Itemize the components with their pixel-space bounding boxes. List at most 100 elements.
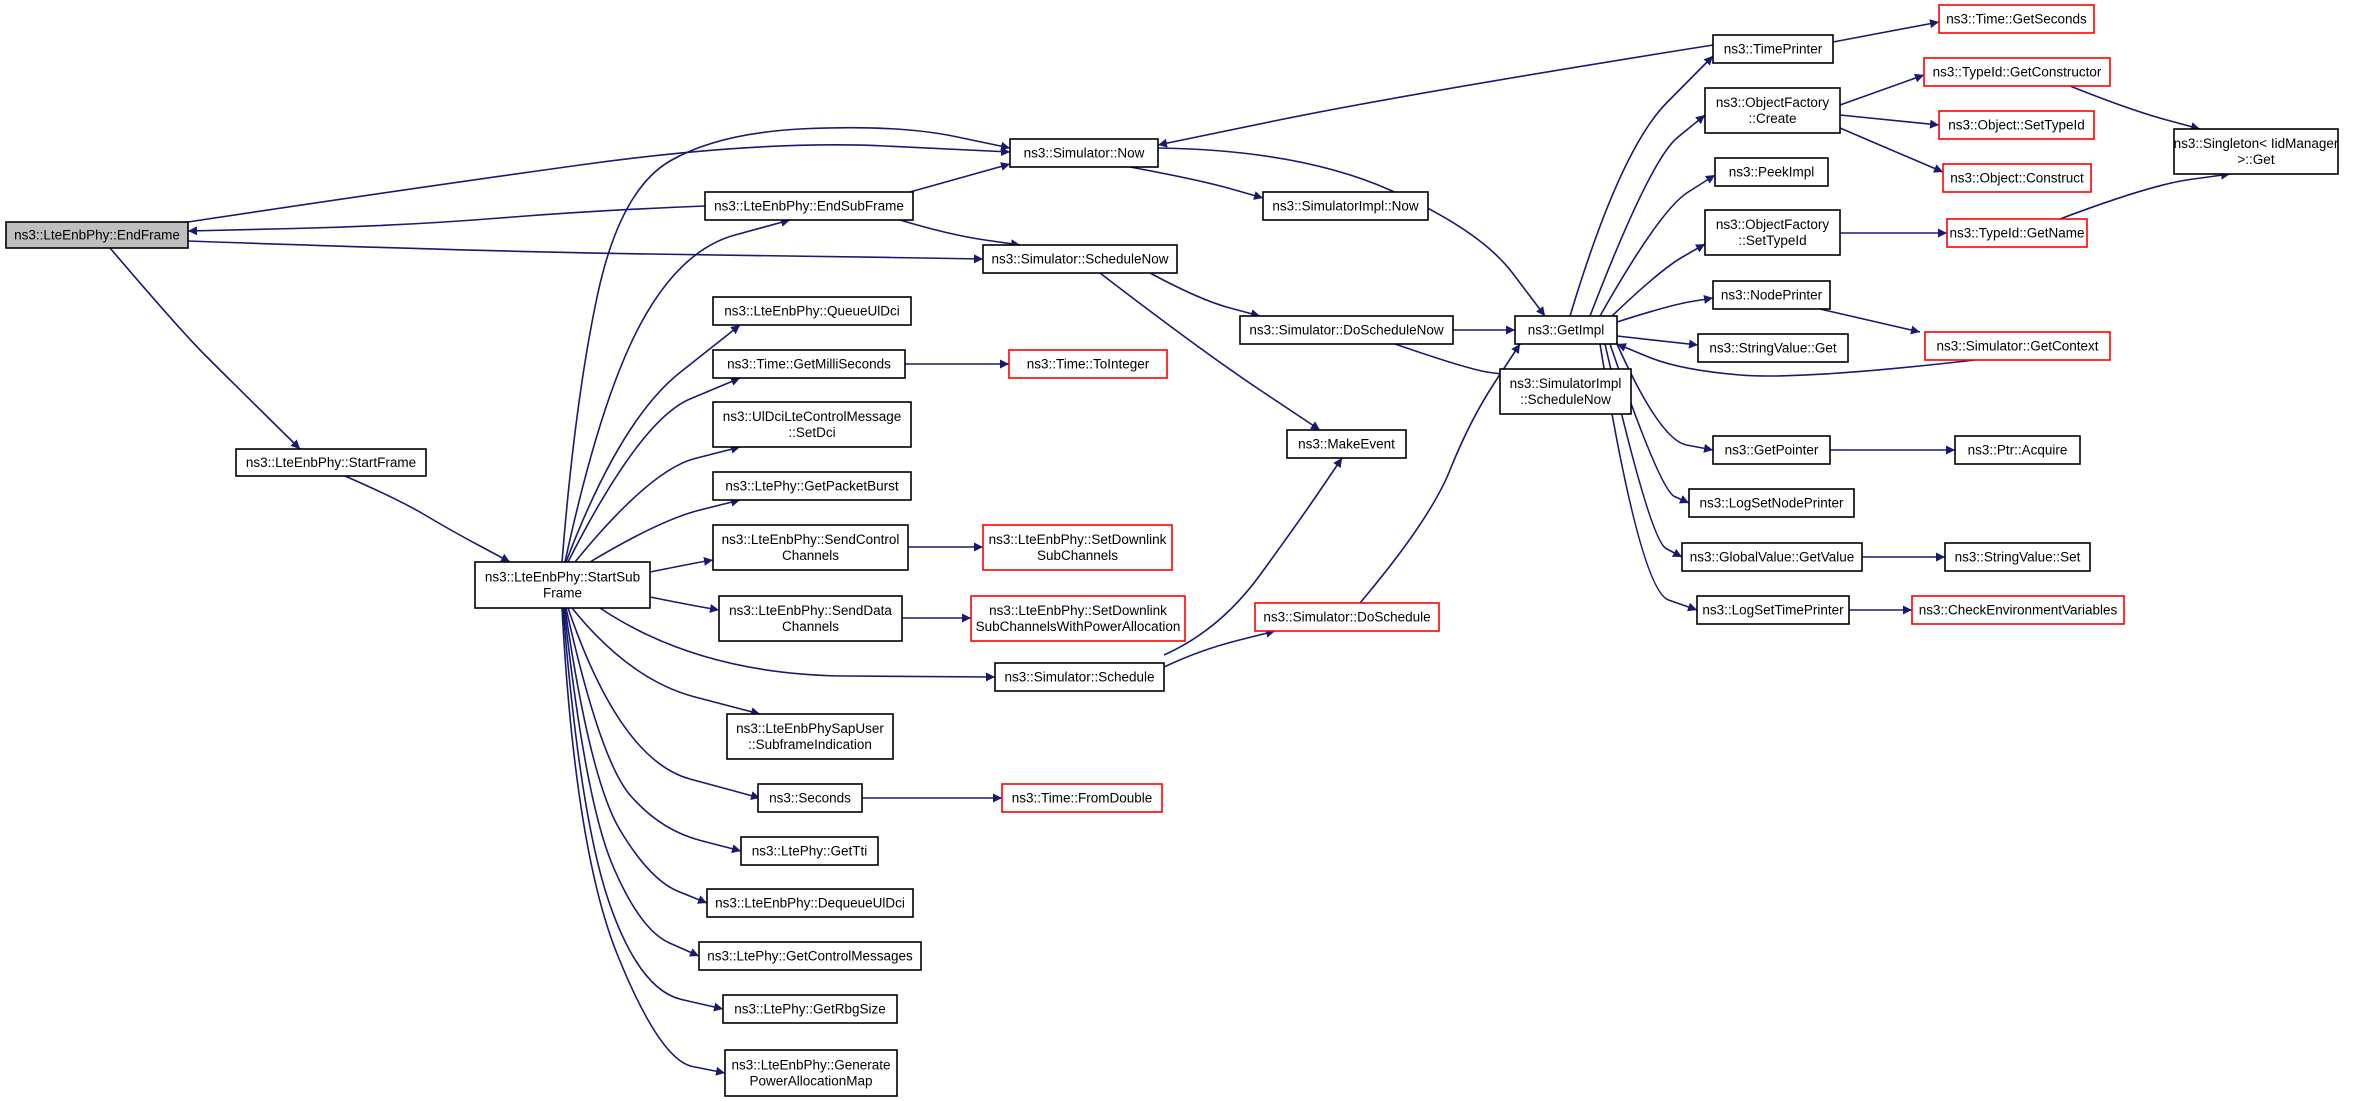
node-gvgetvalue[interactable]: ns3::GlobalValue::GetValue — [1681, 542, 1863, 572]
node-label-genpowermap-1: PowerAllocationMap — [749, 1074, 872, 1089]
node-label-strvalget-0: ns3::StringValue::Get — [1709, 341, 1837, 356]
node-label-strvalset-0: ns3::StringValue::Set — [1955, 550, 2081, 565]
node-getrbgsize[interactable]: ns3::LtePhy::GetRbgSize — [722, 994, 898, 1024]
node-getctor[interactable]: ns3::TypeId::GetConstructor — [1923, 57, 2111, 87]
edge-startsubframe-to-queueuldci — [565, 324, 741, 563]
node-getcontext[interactable]: ns3::Simulator::GetContext — [1924, 331, 2111, 361]
node-label-objfcreate-0: ns3::ObjectFactory — [1716, 95, 1830, 110]
edge-simnow-to-getimpl — [1157, 147, 1546, 317]
node-label-dosched_now-0: ns3::Simulator::DoScheduleNow — [1249, 323, 1444, 338]
node-nodeprinter[interactable]: ns3::NodePrinter — [1712, 280, 1831, 310]
node-label-peekimpl-0: ns3::PeekImpl — [1729, 165, 1815, 180]
node-box-singleton — [2173, 128, 2339, 175]
node-label-objfsettypeid-0: ns3::ObjectFactory — [1716, 217, 1830, 232]
node-box-implschednow — [1499, 368, 1632, 415]
node-strvalget[interactable]: ns3::StringValue::Get — [1697, 333, 1849, 363]
node-makeevent[interactable]: ns3::MakeEvent — [1286, 429, 1407, 459]
node-label-getcontrolmsgs-0: ns3::LtePhy::GetControlMessages — [707, 949, 913, 964]
node-box-ptracquire — [1954, 435, 2081, 465]
node-box-objconstruct — [1942, 163, 2092, 193]
node-objfsettypeid[interactable]: ns3::ObjectFactory::SetTypeId — [1704, 209, 1841, 256]
node-box-makeevent — [1286, 429, 1407, 459]
node-box-getpointer — [1712, 435, 1831, 465]
node-singleton[interactable]: ns3::Singleton< IidManager>::Get — [2173, 128, 2339, 175]
node-simimplnow[interactable]: ns3::SimulatorImpl::Now — [1262, 191, 1429, 221]
node-label-setdci-0: ns3::UlDciLteControlMessage — [723, 409, 902, 424]
node-box-gettti — [740, 836, 879, 866]
edge-getimpl-to-logsettime — [1599, 343, 1698, 612]
node-label-subframeind-0: ns3::LteEnbPhySapUser — [736, 721, 884, 736]
edge-getimpl-to-objfsettypeid — [1611, 243, 1706, 317]
node-box-setdlpa — [970, 595, 1186, 642]
edge-startsubframe-to-getmilliseconds — [567, 377, 741, 563]
node-genpowermap[interactable]: ns3::LteEnbPhy::GeneratePowerAllocationM… — [724, 1049, 898, 1097]
node-label-singleton-0: ns3::Singleton< IidManager — [2174, 136, 2339, 151]
node-dosched[interactable]: ns3::Simulator::DoSchedule — [1254, 602, 1440, 632]
node-gettypename[interactable]: ns3::TypeId::GetName — [1946, 218, 2088, 248]
node-strvalset[interactable]: ns3::StringValue::Set — [1944, 542, 2091, 572]
edge-getimpl-to-nodeprinter — [1616, 295, 1714, 323]
node-box-getrbgsize — [722, 994, 898, 1024]
edge-simschedule-to-makeevent — [1163, 457, 1343, 656]
node-box-endframe — [5, 221, 189, 249]
node-getcontrolmsgs[interactable]: ns3::LtePhy::GetControlMessages — [698, 941, 922, 971]
node-label-setdl-0: ns3::LteEnbPhy::SetDownlink — [989, 532, 1167, 547]
node-label-getcontext-0: ns3::Simulator::GetContext — [1936, 339, 2098, 354]
node-box-nodeprinter — [1712, 280, 1831, 310]
node-box-dequeueuldci — [706, 888, 914, 918]
node-toint[interactable]: ns3::Time::ToInteger — [1008, 349, 1168, 379]
node-seconds[interactable]: ns3::Seconds — [757, 783, 863, 813]
node-getpacketburst[interactable]: ns3::LtePhy::GetPacketBurst — [712, 471, 912, 501]
node-label-setdl-1: SubChannels — [1037, 548, 1118, 563]
node-endsubframe[interactable]: ns3::LteEnbPhy::EndSubFrame — [704, 191, 914, 221]
node-box-seconds — [757, 783, 863, 813]
node-box-objfcreate — [1704, 87, 1841, 134]
node-box-subframeind — [726, 713, 894, 760]
node-box-simschedule — [994, 662, 1165, 692]
node-gettti[interactable]: ns3::LtePhy::GetTti — [740, 836, 879, 866]
node-endframe[interactable]: ns3::LteEnbPhy::EndFrame — [5, 221, 189, 249]
node-objfcreate[interactable]: ns3::ObjectFactory::Create — [1704, 87, 1841, 134]
node-box-endsubframe — [704, 191, 914, 221]
node-logsetnode[interactable]: ns3::LogSetNodePrinter — [1688, 488, 1855, 518]
node-getmilliseconds[interactable]: ns3::Time::GetMilliSeconds — [712, 349, 906, 379]
node-peekimpl[interactable]: ns3::PeekImpl — [1714, 157, 1829, 187]
node-dosched_now[interactable]: ns3::Simulator::DoScheduleNow — [1239, 315, 1454, 345]
node-label-endframe-0: ns3::LteEnbPhy::EndFrame — [14, 228, 180, 243]
node-objconstruct[interactable]: ns3::Object::Construct — [1942, 163, 2092, 193]
node-setdlpa[interactable]: ns3::LteEnbPhy::SetDownlinkSubChannelsWi… — [970, 595, 1186, 642]
edge-objfcreate-to-objconstruct — [1839, 127, 1944, 173]
node-getimpl[interactable]: ns3::GetImpl — [1514, 315, 1618, 345]
node-label-getseconds-0: ns3::Time::GetSeconds — [1946, 12, 2087, 27]
edge-timeprinter-to-getseconds — [1832, 19, 1940, 43]
node-getseconds[interactable]: ns3::Time::GetSeconds — [1938, 4, 2095, 34]
node-subframeind[interactable]: ns3::LteEnbPhySapUser::SubframeIndicatio… — [726, 713, 894, 760]
edge-endframe-to-startframe — [109, 247, 301, 450]
node-getpointer[interactable]: ns3::GetPointer — [1712, 435, 1831, 465]
node-startframe[interactable]: ns3::LteEnbPhy::StartFrame — [235, 448, 427, 477]
node-fromdouble[interactable]: ns3::Time::FromDouble — [1001, 783, 1163, 813]
node-ptracquire[interactable]: ns3::Ptr::Acquire — [1954, 435, 2081, 465]
node-box-startsubframe — [474, 561, 651, 609]
node-box-getcontrolmsgs — [698, 941, 922, 971]
node-simschedule[interactable]: ns3::Simulator::Schedule — [994, 662, 1165, 692]
edge-startsubframe-to-getrbgsize — [562, 607, 724, 1012]
node-setdci[interactable]: ns3::UlDciLteControlMessage::SetDci — [712, 401, 912, 448]
node-checkenv[interactable]: ns3::CheckEnvironmentVariables — [1911, 595, 2125, 625]
node-implschednow[interactable]: ns3::SimulatorImpl::ScheduleNow — [1499, 368, 1632, 415]
node-simnow[interactable]: ns3::Simulator::Now — [1009, 138, 1159, 168]
node-simschednow[interactable]: ns3::Simulator::ScheduleNow — [982, 244, 1178, 274]
node-timeprinter[interactable]: ns3::TimePrinter — [1712, 34, 1834, 64]
node-queueuldci[interactable]: ns3::LteEnbPhy::QueueUlDci — [712, 296, 912, 326]
node-logsettime[interactable]: ns3::LogSetTimePrinter — [1696, 595, 1850, 625]
edge-startsubframe-to-getpacketburst — [589, 497, 741, 563]
node-box-timeprinter — [1712, 34, 1834, 64]
node-label-startframe-0: ns3::LteEnbPhy::StartFrame — [246, 455, 416, 470]
node-objsettypeid[interactable]: ns3::Object::SetTypeId — [1938, 110, 2095, 140]
node-dequeueuldci[interactable]: ns3::LteEnbPhy::DequeueUlDci — [706, 888, 914, 918]
